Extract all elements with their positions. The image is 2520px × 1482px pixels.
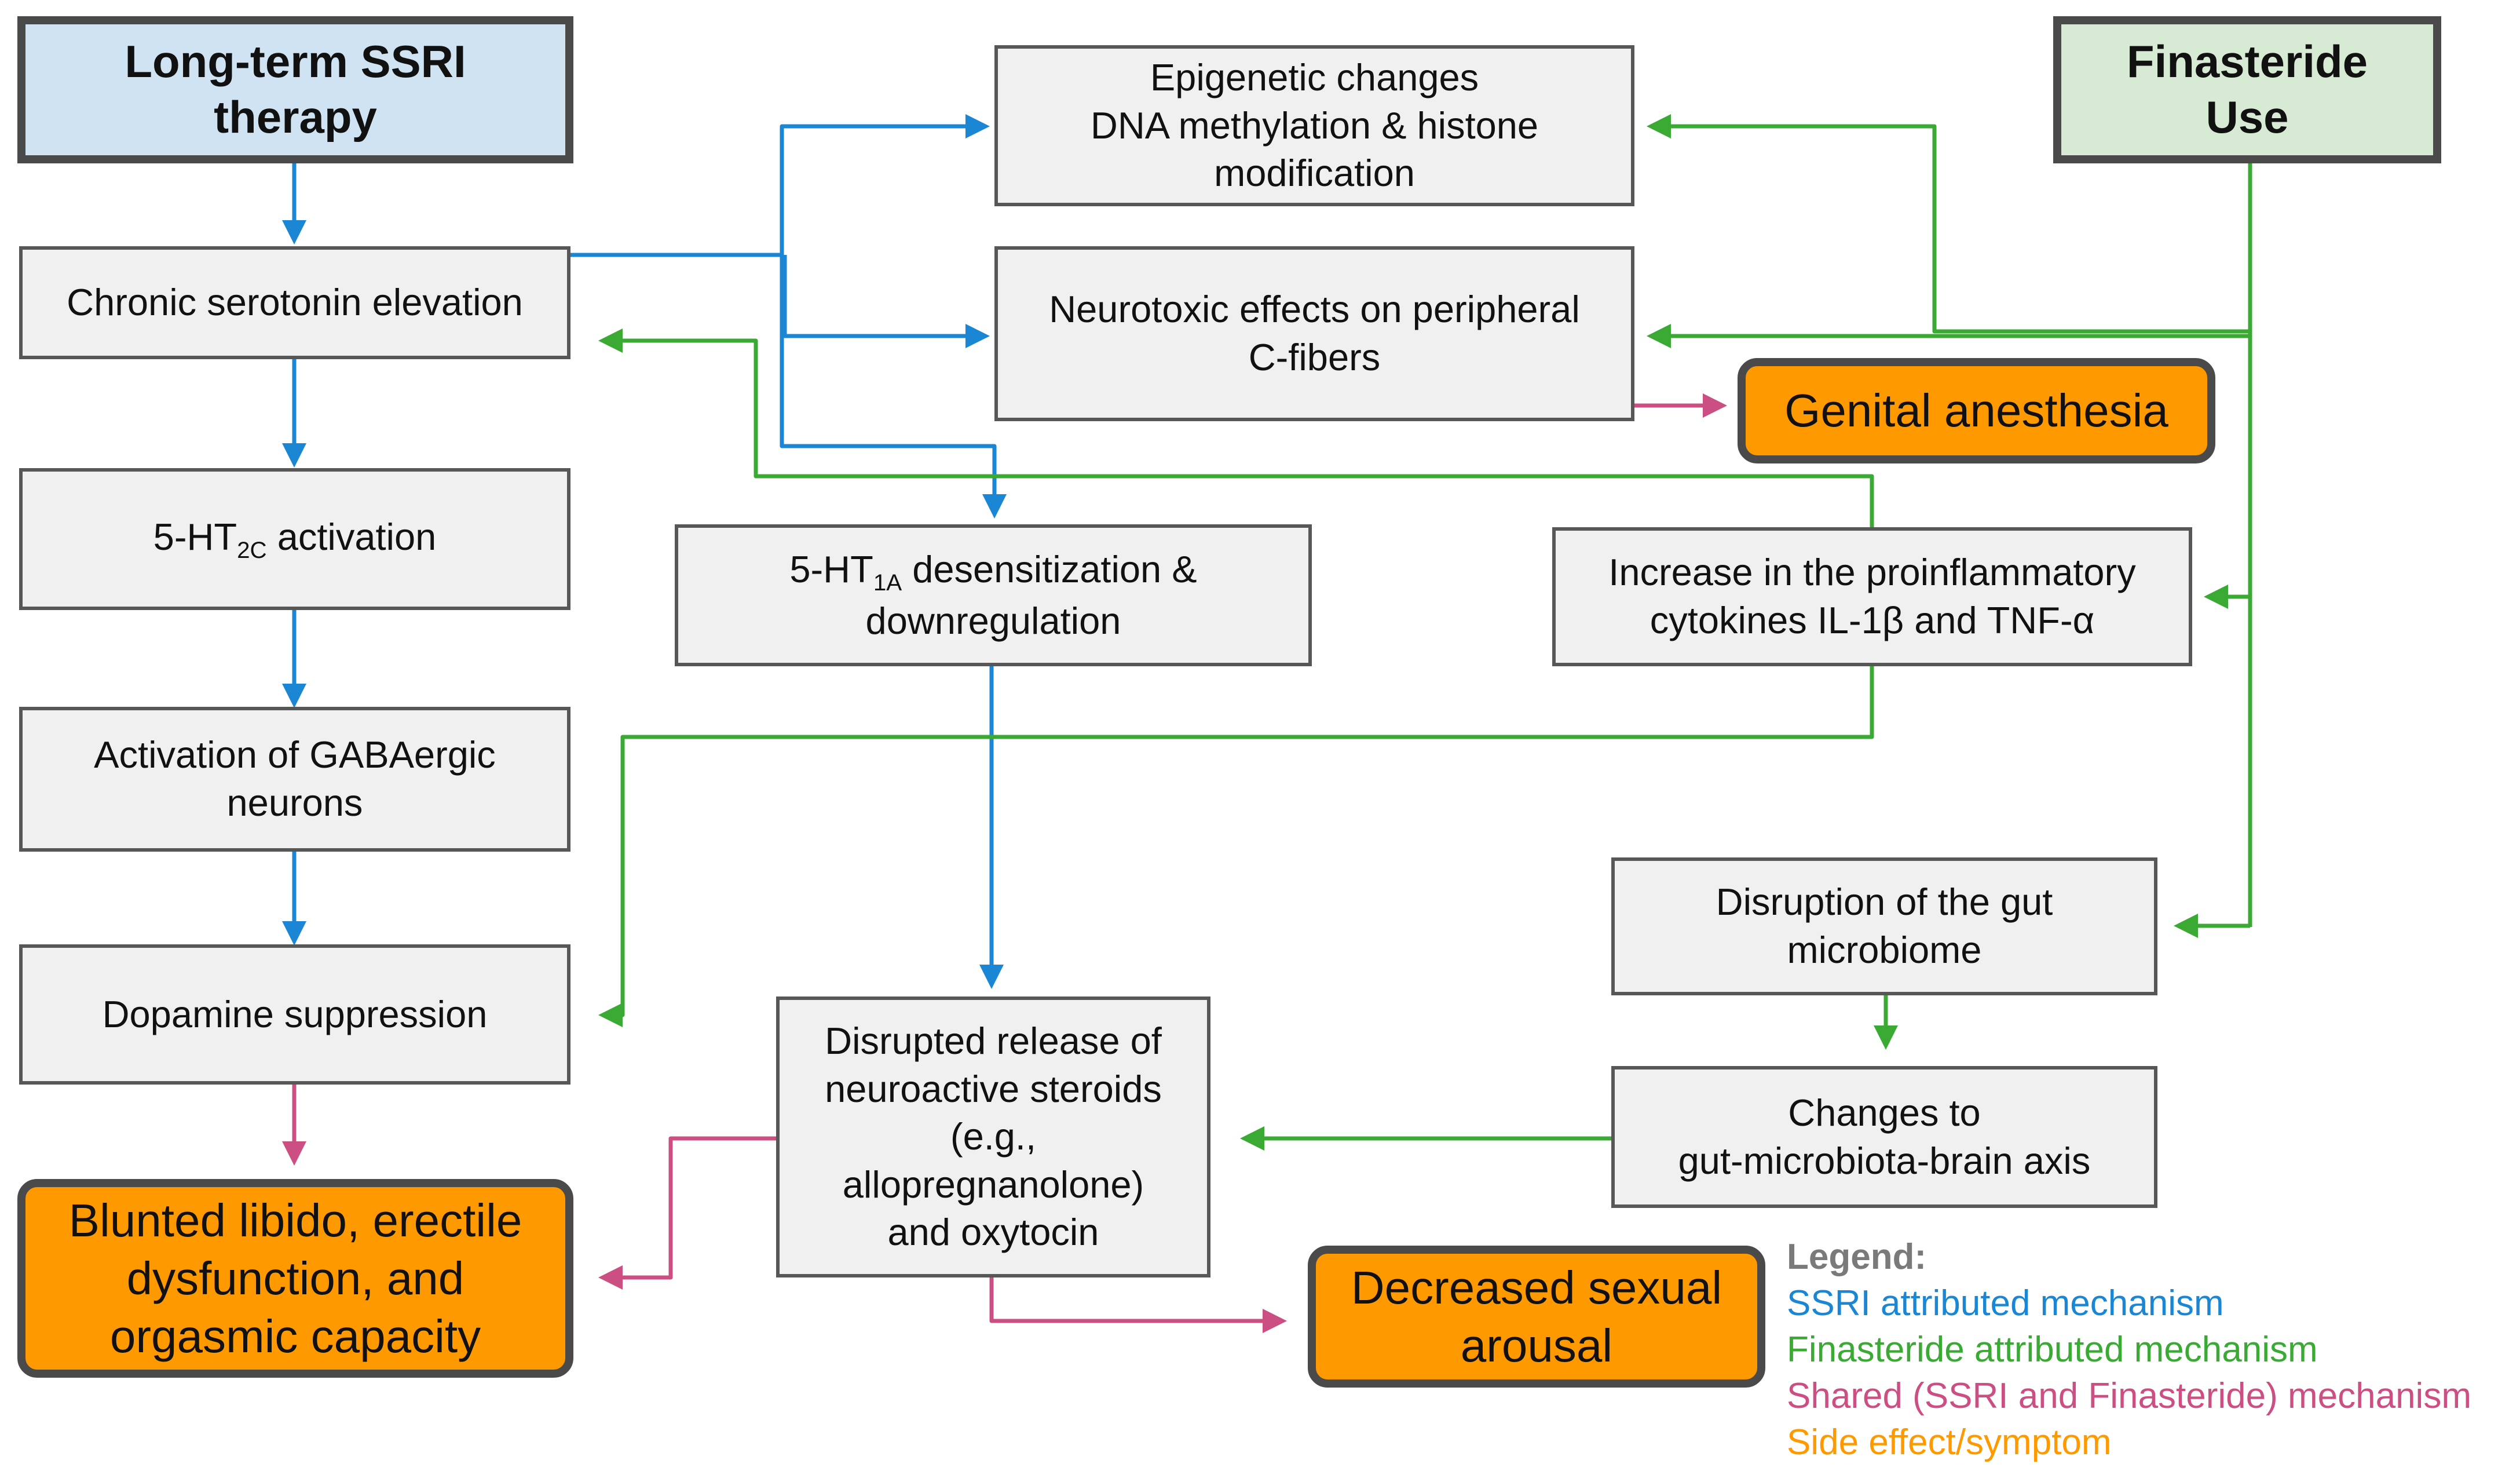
box-label: Genital anesthesia — [1784, 385, 2168, 436]
box-label: C-fibers — [1248, 336, 1381, 378]
box-label: modification — [1214, 152, 1415, 195]
box-label: therapy — [214, 92, 377, 143]
box-label: activation — [266, 515, 437, 558]
box-label: and oxytocin — [887, 1211, 1099, 1254]
legend-item-ssri: SSRI attributed mechanism — [1787, 1283, 2224, 1323]
dopamine-suppression-box: Dopamine suppression — [19, 944, 570, 1085]
box-label: Dopamine suppression — [102, 992, 488, 1035]
edge-steroids-to-libido — [598, 1136, 776, 1290]
edge-serotonin-to-neurotoxic — [782, 255, 990, 348]
box-label: orgasmic capacity — [109, 1310, 481, 1362]
edge-cytokines-to-serotonin — [598, 328, 1874, 527]
box-label: gut-microbiota-brain axis — [1678, 1139, 2091, 1182]
genital-anesthesia-box: Genital anesthesia — [1738, 358, 2215, 463]
box-label: desensitization & — [902, 547, 1197, 590]
receptor-subscript: 2C — [237, 536, 267, 563]
5ht2c-activation-box: 5-HT2C activation — [19, 468, 570, 610]
box-label: arousal — [1460, 1319, 1613, 1371]
box-label: Decreased sexual — [1351, 1261, 1722, 1313]
box-label: 5-HT — [153, 515, 237, 558]
box-label: Neurotoxic effects on peripheral — [1049, 288, 1580, 331]
box-label: Use — [2206, 92, 2289, 143]
proinflammatory-cytokines-box: Increase in the proinflammatory cytokines… — [1552, 527, 2192, 666]
box-label: downregulation — [865, 599, 1121, 642]
box-label: Finasteride — [2126, 36, 2368, 87]
legend-title: Legend: — [1787, 1237, 1927, 1277]
receptor-subscript: 1A — [873, 569, 902, 596]
box-label: 5-HT1A desensitization & — [789, 546, 1197, 597]
blunted-libido-box: Blunted libido, erectile dysfunction, and… — [17, 1179, 573, 1378]
box-label: Long-term SSRI — [125, 36, 466, 87]
box-label: (e.g., — [950, 1115, 1037, 1158]
box-label: microbiome — [1787, 929, 1982, 971]
box-label: Disrupted release of — [825, 1020, 1162, 1063]
box-label: cytokines IL-1β and TNF-α — [1649, 599, 2095, 641]
box-label: 5-HT — [789, 547, 873, 590]
box-label: neuroactive steroids — [825, 1067, 1162, 1110]
box-label: Changes to — [1788, 1091, 1981, 1134]
box-label: Epigenetic changes — [1150, 56, 1479, 99]
edge-steroids-to-arousal — [989, 1277, 1287, 1333]
gut-microbiome-box: Disruption of the gut microbiome — [1611, 857, 2157, 995]
gabaergic-activation-box: Activation of GABAergic neurons — [19, 707, 570, 852]
box-label: dysfunction, and — [126, 1252, 465, 1304]
box-label: Disruption of the gut — [1716, 881, 2053, 923]
box-label: Blunted libido, erectile — [68, 1194, 522, 1246]
legend-item-finasteride: Finasteride attributed mechanism — [1787, 1330, 2318, 1370]
legend: Legend: SSRI attributed mechanism Finast… — [1787, 1234, 2471, 1466]
edge-serotonin-to-epigenetic — [780, 114, 990, 255]
edge-cytokines-to-dopamine — [598, 665, 1874, 1027]
5ht1a-desensitization-box: 5-HT1A desensitization &downregulation — [675, 524, 1312, 666]
box-label: Activation of GABAergic — [94, 733, 496, 776]
legend-item-side-effect: Side effect/symptom — [1787, 1422, 2112, 1462]
box-label: neurons — [226, 782, 363, 824]
edge-serotonin-to-5ht1a — [780, 255, 1007, 519]
gut-brain-axis-box: Changes to gut-microbiota-brain axis — [1611, 1066, 2157, 1208]
box-label: Increase in the proinflammatory — [1608, 551, 2136, 594]
box-label: DNA methylation & histone — [1090, 104, 1539, 147]
legend-item-shared: Shared (SSRI and Finasteride) mechanism — [1787, 1376, 2471, 1416]
box-label: Chronic serotonin elevation — [67, 281, 523, 324]
chronic-serotonin-elevation-box: Chronic serotonin elevation — [19, 246, 570, 359]
decreased-arousal-box: Decreased sexual arousal — [1308, 1246, 1765, 1388]
box-label: allopregnanolone) — [842, 1163, 1144, 1206]
edge-finasteride-to-epigenetic — [1647, 114, 2250, 334]
